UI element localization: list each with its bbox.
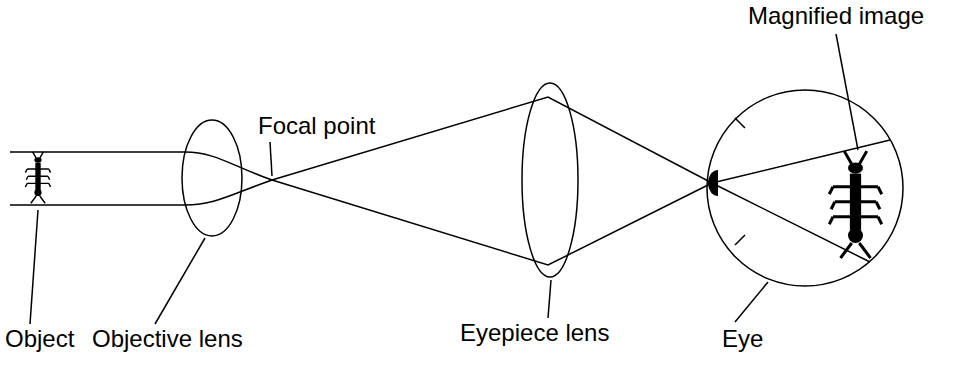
part-label: Focal point (258, 113, 375, 139)
eye-tick (735, 118, 745, 245)
part-label: Magnified image (748, 3, 924, 29)
leader-line (735, 282, 768, 322)
eyepiece-lens-shape (522, 83, 578, 277)
leader-line (30, 210, 38, 324)
leader-line (836, 34, 858, 150)
part-label: Eyepiece lens (460, 320, 609, 346)
leader-line (155, 238, 205, 324)
part-label: Eye (722, 326, 763, 352)
object-insect (25, 152, 50, 203)
eye-shape (707, 90, 903, 286)
leader-line (270, 142, 272, 176)
light-ray (10, 152, 272, 180)
part-label: Object (5, 326, 74, 352)
light-ray (712, 140, 890, 183)
magnified-insect (829, 151, 882, 258)
leader-line (548, 280, 551, 318)
objective-lens-shape (182, 120, 242, 236)
part-label: Objective lens (92, 326, 243, 352)
pupil (708, 170, 718, 196)
light-ray (272, 180, 712, 265)
light-ray (272, 97, 712, 183)
